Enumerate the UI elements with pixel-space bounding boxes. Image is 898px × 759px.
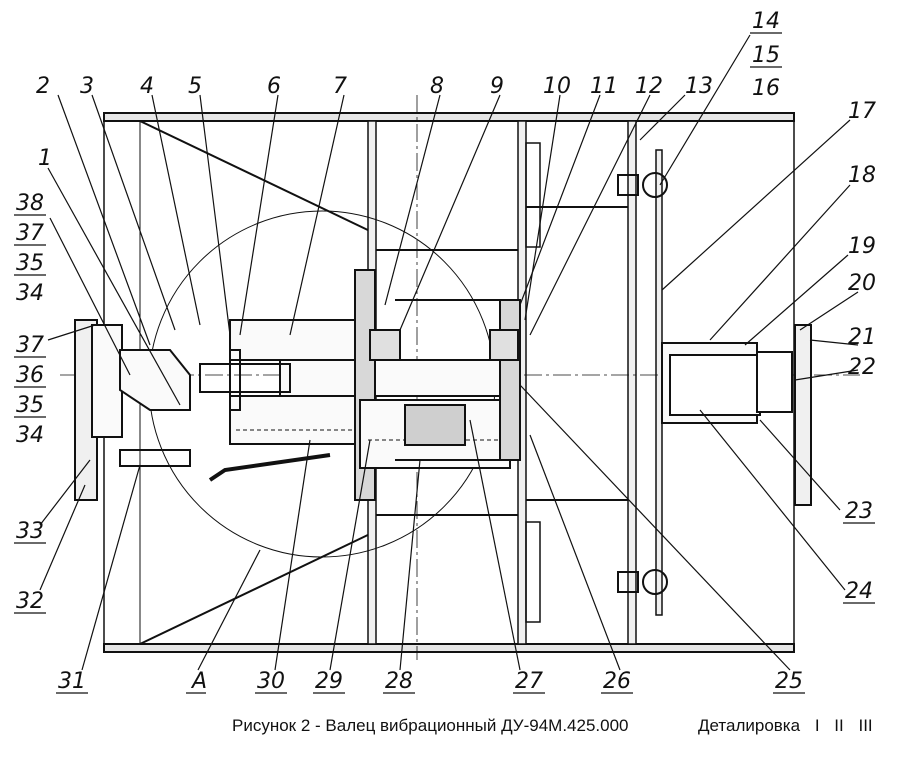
callout-4: 4 bbox=[140, 74, 154, 99]
shaft bbox=[279, 359, 521, 397]
callout-20: 20 bbox=[848, 271, 876, 296]
callout-a: A bbox=[190, 669, 207, 694]
callout-15: 15 bbox=[752, 43, 780, 68]
callout-9: 9 bbox=[490, 74, 504, 99]
callout-8: 8 bbox=[430, 74, 444, 99]
callout-37-lower: 37 bbox=[16, 333, 44, 358]
callout-25: 25 bbox=[775, 669, 803, 694]
details-link-3[interactable]: III bbox=[858, 716, 873, 735]
callout-34-lower: 34 bbox=[16, 423, 44, 448]
details-links: Деталировка I II III bbox=[698, 716, 883, 736]
details-link-2[interactable]: II bbox=[834, 716, 844, 735]
callout-36: 36 bbox=[16, 363, 44, 388]
callout-14: 14 bbox=[752, 9, 780, 34]
callout-6: 6 bbox=[267, 74, 281, 99]
callout-22: 22 bbox=[848, 355, 876, 380]
callout-38: 38 bbox=[16, 191, 44, 216]
callout-30: 30 bbox=[257, 669, 285, 694]
callout-28: 28 bbox=[385, 669, 413, 694]
callout-19: 19 bbox=[848, 234, 876, 259]
callout-29: 29 bbox=[315, 669, 343, 694]
callout-10: 10 bbox=[543, 74, 571, 99]
callout-26: 26 bbox=[603, 669, 631, 694]
callout-35-upper: 35 bbox=[16, 251, 44, 276]
callout-31: 31 bbox=[58, 669, 86, 694]
details-link-1[interactable]: I bbox=[814, 716, 820, 735]
callout-11: 11 bbox=[590, 74, 618, 99]
drum-shell-top bbox=[103, 112, 795, 122]
callout-24: 24 bbox=[845, 579, 873, 604]
callout-27: 27 bbox=[515, 669, 543, 694]
drum-shell-bottom bbox=[103, 643, 795, 653]
details-label: Деталировка bbox=[698, 716, 801, 735]
callout-16: 16 bbox=[752, 76, 780, 101]
callout-13: 13 bbox=[685, 74, 713, 99]
callout-18: 18 bbox=[848, 163, 876, 188]
callout-32: 32 bbox=[16, 589, 44, 614]
callout-35-lower: 35 bbox=[16, 393, 44, 418]
figure-caption: Рисунок 2 - Валец вибрационный ДУ-94М.42… bbox=[232, 716, 629, 735]
callout-37-upper: 37 bbox=[16, 221, 44, 246]
callout-7: 7 bbox=[333, 74, 347, 99]
callout-12: 12 bbox=[635, 74, 663, 99]
callout-1: 1 bbox=[38, 146, 52, 171]
callout-33: 33 bbox=[16, 519, 44, 544]
callout-2: 2 bbox=[36, 74, 50, 99]
callout-34-upper: 34 bbox=[16, 281, 44, 306]
callout-5: 5 bbox=[188, 74, 202, 99]
callout-17: 17 bbox=[848, 99, 876, 124]
callout-23: 23 bbox=[845, 499, 873, 524]
callout-21: 21 bbox=[848, 325, 876, 350]
callout-3: 3 bbox=[80, 74, 94, 99]
